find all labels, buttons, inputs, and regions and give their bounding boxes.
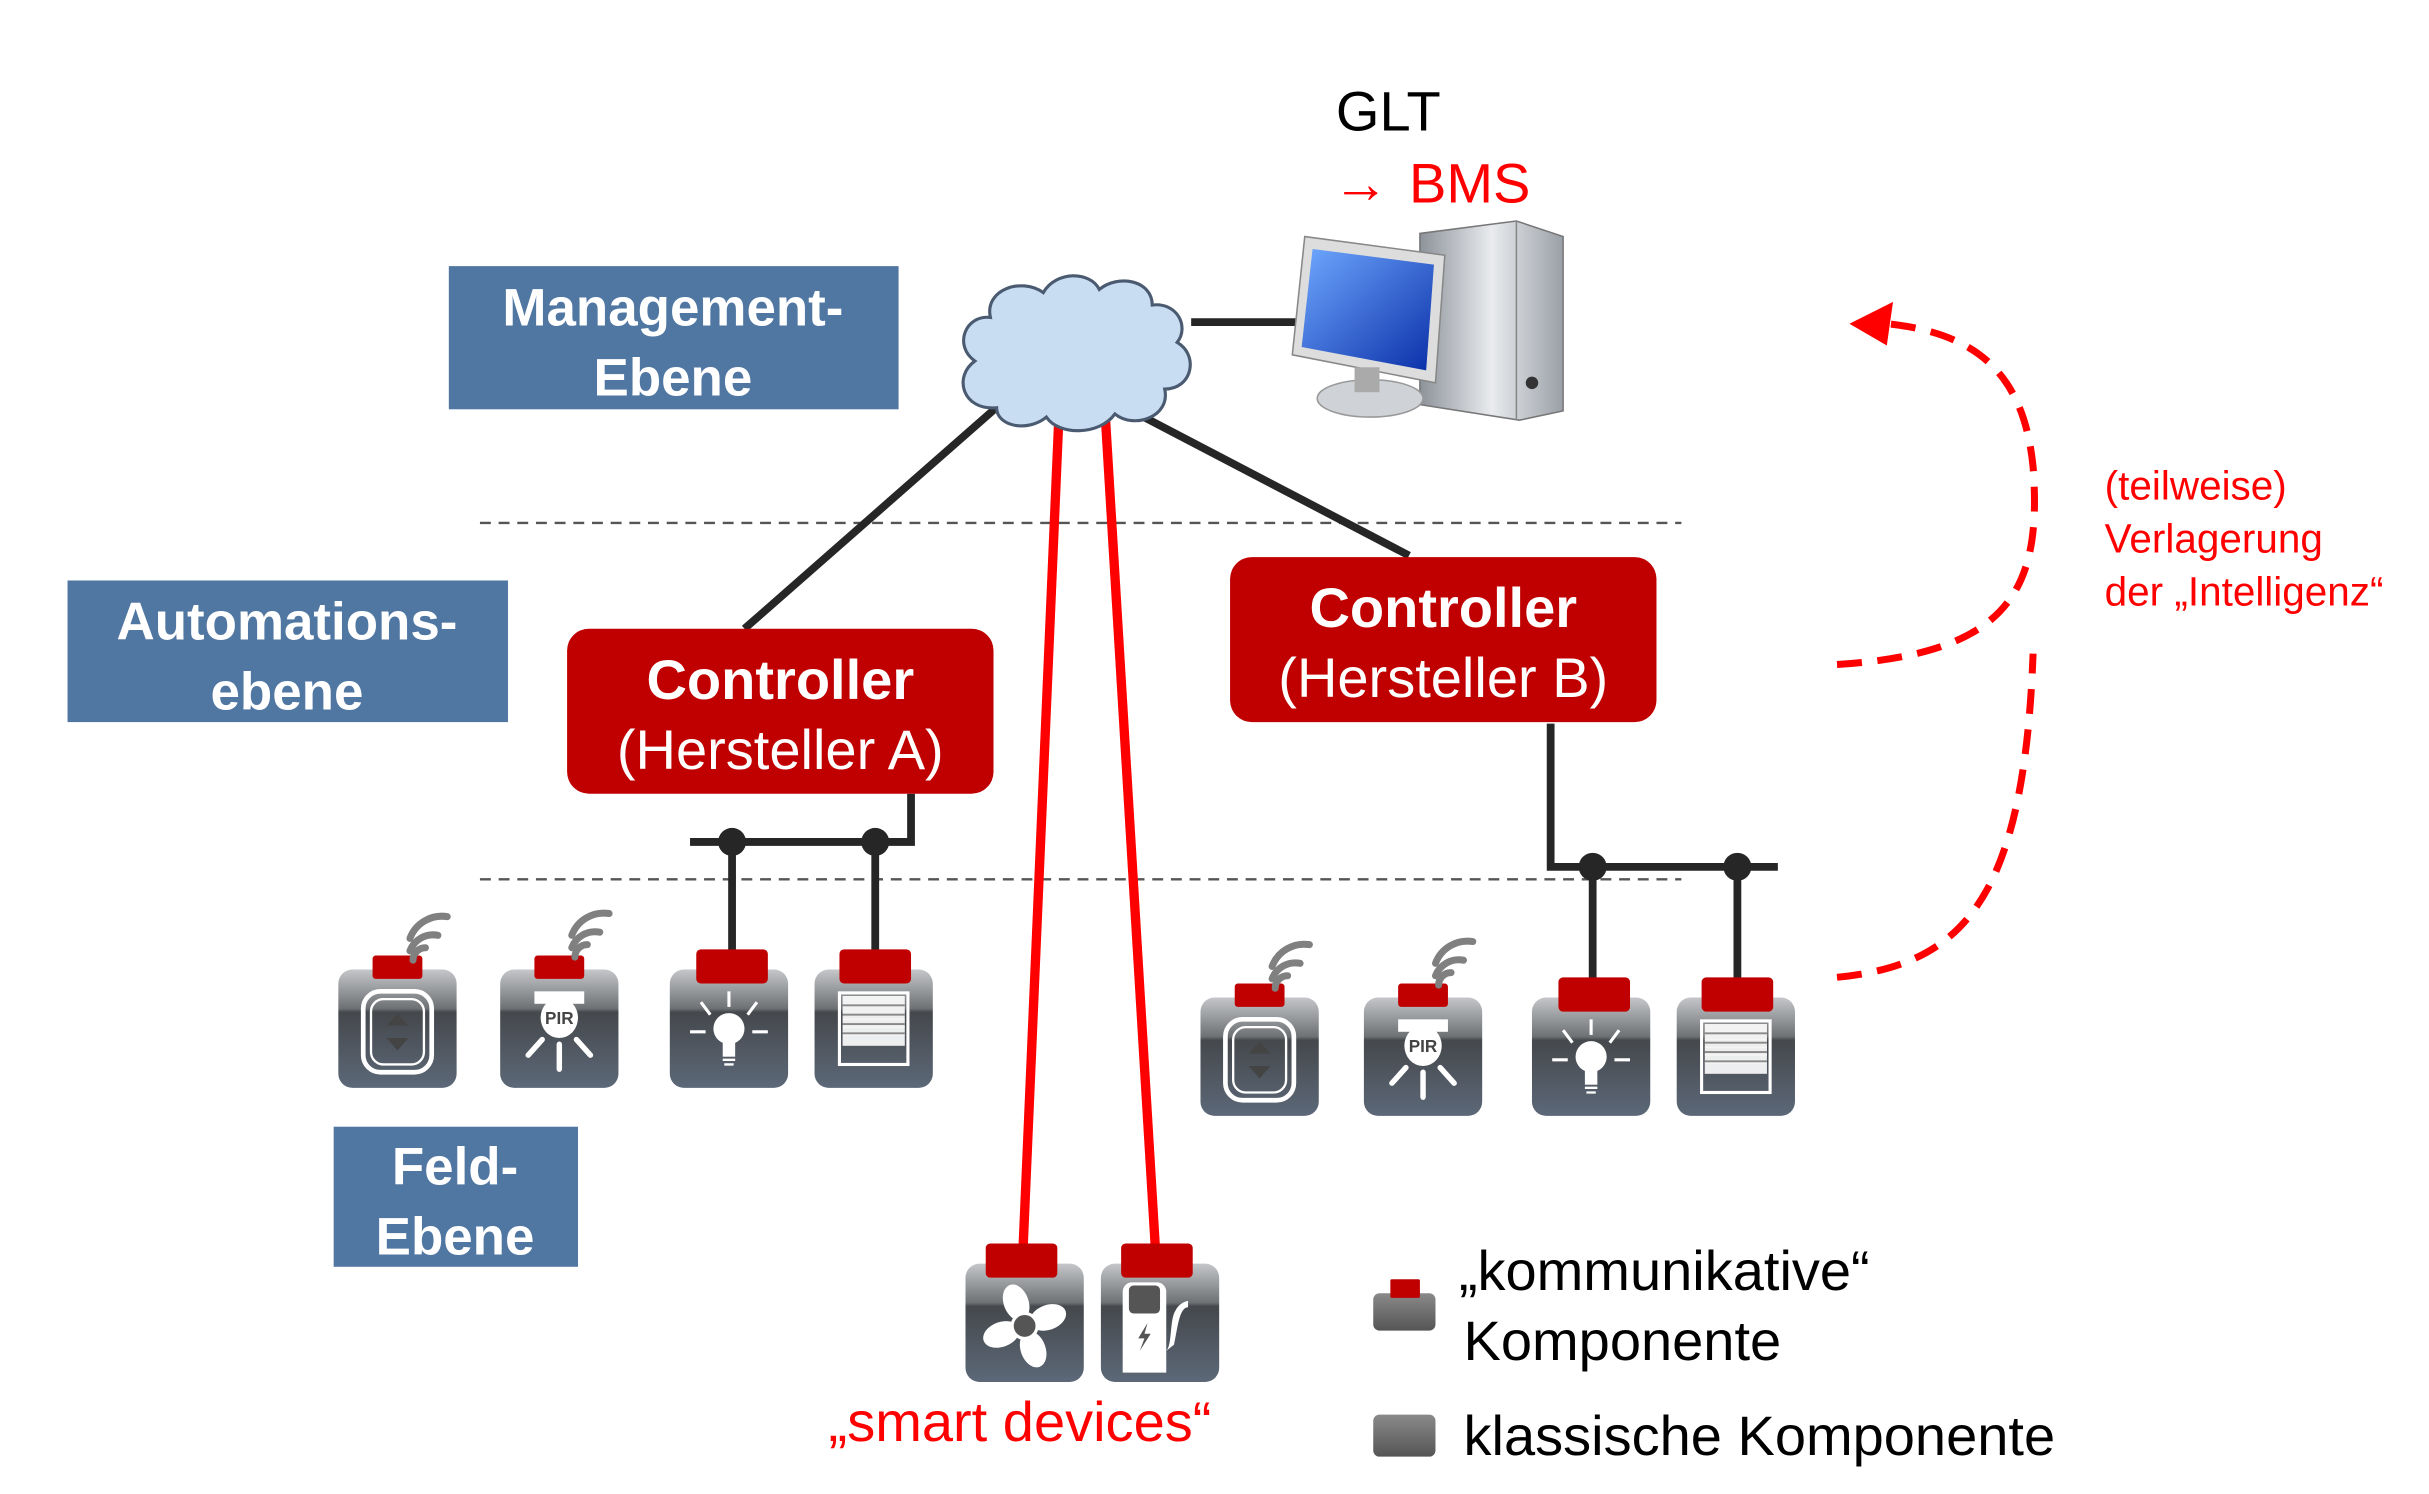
intelligence-shift-arrow (1836, 320, 2038, 981)
svg-text:Automations-: Automations- (117, 593, 458, 652)
glt-label: GLT (1336, 80, 1441, 143)
smart-devices-label: „smart devices“ (829, 1390, 1212, 1453)
smart-device-links (1018, 416, 1161, 1249)
level-field: Feld- Ebene (333, 1126, 578, 1267)
svg-text:Management-: Management- (502, 278, 843, 337)
legend-communicative-icon (1373, 1279, 1436, 1331)
svg-text:Verlagerung: Verlagerung (2105, 515, 2323, 561)
wireless-switch-icon (1200, 944, 1319, 1116)
legend: „kommunikative“ Komponente klassische Ko… (1373, 1239, 2055, 1467)
blind-shutter-icon (814, 949, 933, 1088)
bms-label: BMS (1409, 151, 1530, 214)
level-management: Management- Ebene (448, 266, 899, 410)
bus-junctions (718, 827, 1752, 881)
arrowhead-icon (1849, 301, 1894, 346)
light-bulb-icon (669, 949, 789, 1088)
svg-text:klassische Komponente: klassische Komponente (1464, 1404, 2056, 1467)
controller-b: Controller (Hersteller B) (1230, 557, 1657, 723)
light-bulb-icon (1531, 977, 1651, 1116)
blind-shutter-icon (1676, 977, 1795, 1116)
legend-classic-icon (1373, 1414, 1436, 1457)
network-cloud-icon (961, 274, 1192, 433)
intelligence-shift-note: (teilweise) Verlagerung der „Intelligenz… (2105, 463, 2384, 615)
wired-connections (690, 318, 1778, 981)
svg-text:ebene: ebene (211, 663, 364, 722)
svg-text:(teilweise): (teilweise) (2105, 463, 2287, 509)
wireless-switch-icon (338, 916, 457, 1088)
svg-text:Controller: Controller (646, 648, 914, 711)
controller-a: Controller (Hersteller A) (567, 628, 994, 794)
svg-text:Ebene: Ebene (594, 348, 753, 407)
wireless-pir-sensor-icon (1363, 941, 1483, 1116)
svg-text:„kommunikative“: „kommunikative“ (1459, 1239, 1870, 1302)
ev-charger-icon (1100, 1243, 1220, 1382)
level-automation: Automations- ebene (67, 580, 508, 723)
svg-text:Controller: Controller (1309, 576, 1577, 639)
svg-text:Feld-: Feld- (392, 1137, 518, 1196)
svg-text:der „Intelligenz“: der „Intelligenz“ (2105, 568, 2384, 614)
fan-icon (965, 1243, 1084, 1382)
svg-text:Ebene: Ebene (376, 1207, 535, 1266)
arrow-icon: → (1333, 151, 1389, 214)
wireless-pir-sensor-icon (500, 913, 619, 1088)
svg-text:(Hersteller A): (Hersteller A) (617, 718, 944, 781)
computer-workstation-icon (1291, 220, 1564, 421)
svg-text:Komponente: Komponente (1464, 1309, 1782, 1372)
svg-text:(Hersteller B): (Hersteller B) (1278, 646, 1608, 709)
